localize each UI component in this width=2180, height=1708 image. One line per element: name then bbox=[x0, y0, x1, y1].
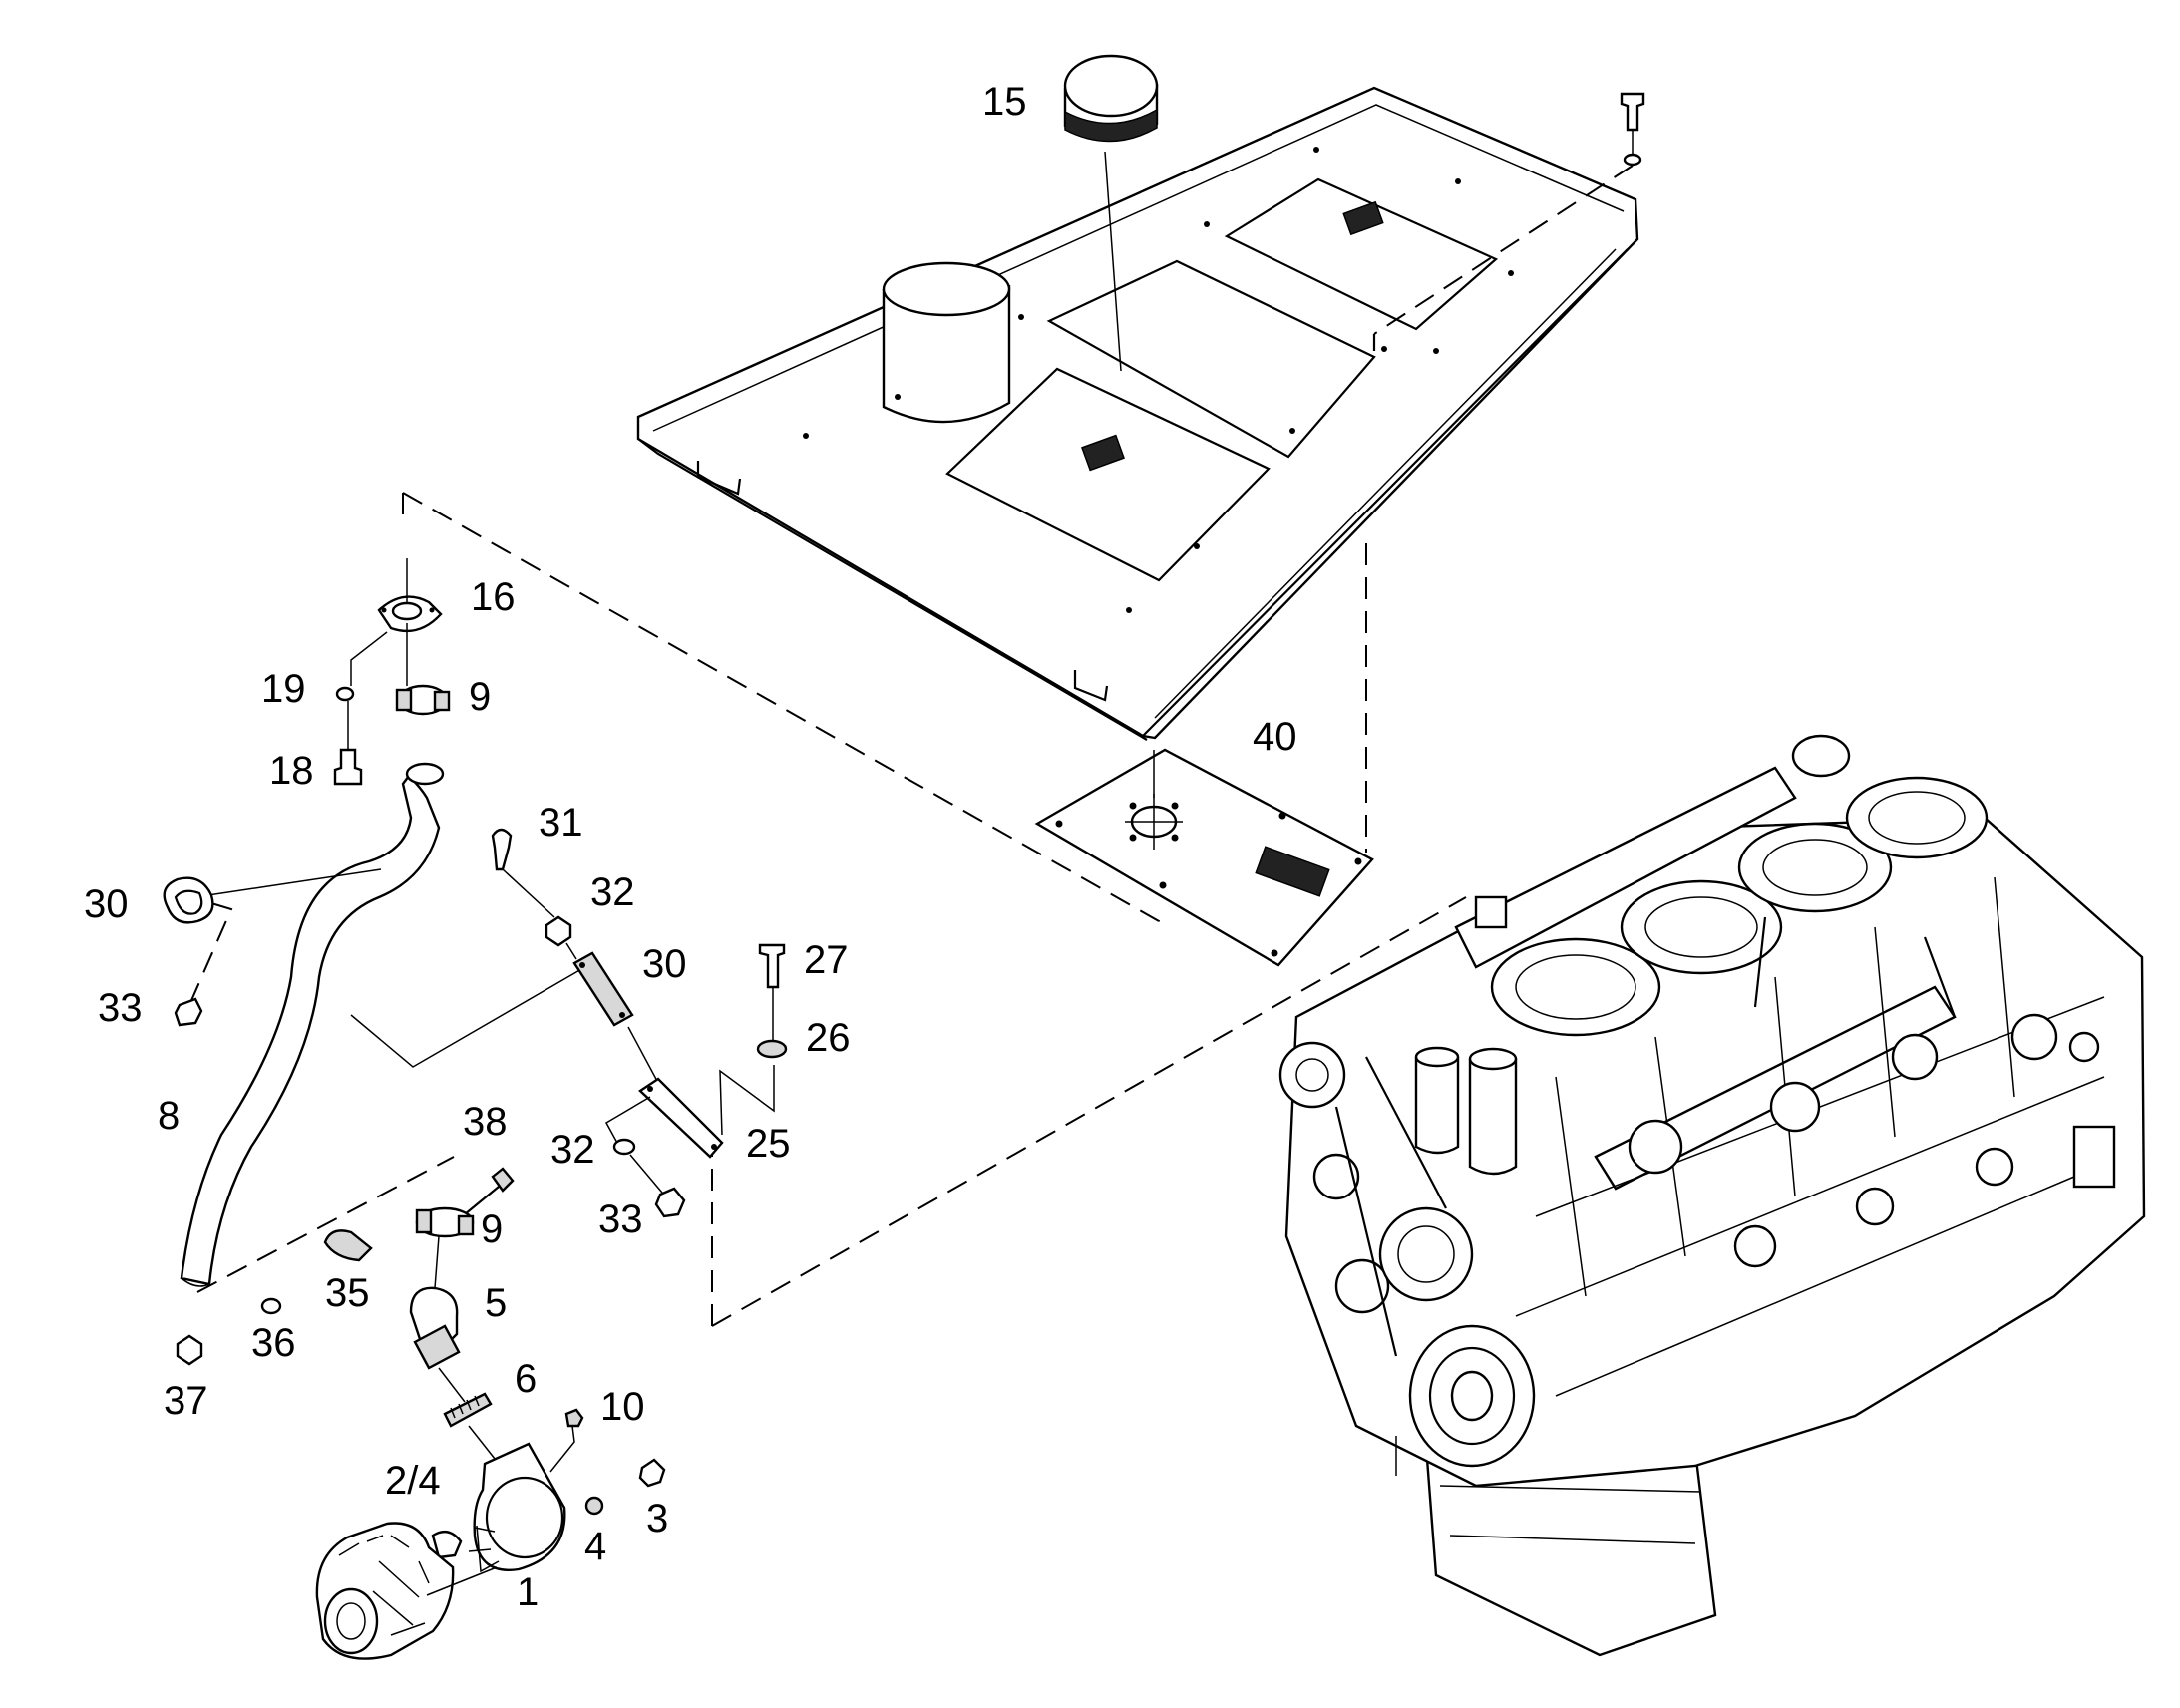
washer-part-19 bbox=[335, 686, 355, 702]
cover-bolt bbox=[1620, 92, 1645, 167]
washer-part-36 bbox=[260, 1297, 282, 1315]
cover-panel-right bbox=[1224, 177, 1499, 331]
label-part-3: 3 bbox=[646, 1497, 668, 1540]
washer-part-26 bbox=[756, 1039, 788, 1059]
washer-part-4 bbox=[584, 1496, 604, 1516]
label-part-30-link: 30 bbox=[642, 942, 687, 986]
nut-part-33-upper bbox=[174, 997, 203, 1027]
label-part-32-lower: 32 bbox=[550, 1128, 595, 1172]
bracket-part-25 bbox=[638, 1077, 724, 1159]
threaded-fitting-part-6 bbox=[443, 1392, 493, 1428]
nut-part-3 bbox=[638, 1458, 666, 1488]
label-part-38: 38 bbox=[463, 1100, 508, 1144]
label-part-9-lower: 9 bbox=[481, 1207, 503, 1251]
label-part-6: 6 bbox=[515, 1357, 537, 1401]
cover-panel-left bbox=[945, 367, 1271, 582]
mounting-plate-part-40 bbox=[1034, 748, 1374, 967]
link-bracket-part-30 bbox=[572, 951, 634, 1027]
label-part-5: 5 bbox=[485, 1281, 507, 1325]
label-part-10: 10 bbox=[600, 1385, 645, 1429]
hose-clamp-part-9-lower bbox=[415, 1206, 475, 1238]
bolt-part-38 bbox=[464, 1167, 515, 1215]
label-part-19: 19 bbox=[261, 667, 306, 711]
label-part-32-upper: 32 bbox=[590, 870, 635, 914]
bolt-part-27 bbox=[758, 943, 786, 989]
label-part-18: 18 bbox=[269, 749, 314, 793]
nut-part-37 bbox=[176, 1334, 203, 1366]
label-part-26: 26 bbox=[806, 1016, 851, 1060]
breather-cap-part-15 bbox=[1063, 54, 1159, 143]
label-part-30-left: 30 bbox=[84, 882, 129, 926]
label-part-33-upper: 33 bbox=[98, 986, 143, 1030]
elbow-fitting-part-5 bbox=[409, 1286, 461, 1370]
alternator-part-1 bbox=[315, 1522, 455, 1660]
cover-panel-middle bbox=[1046, 259, 1376, 459]
label-part-31: 31 bbox=[539, 801, 583, 845]
flange-part-16 bbox=[377, 595, 443, 633]
label-part-15: 15 bbox=[982, 80, 1027, 124]
clamp-part-30-left bbox=[163, 876, 214, 924]
label-part-4: 4 bbox=[584, 1525, 606, 1568]
label-part-9-upper: 9 bbox=[469, 675, 491, 719]
label-part-35: 35 bbox=[325, 1271, 370, 1315]
label-part-1: 1 bbox=[517, 1570, 539, 1614]
washer-part-32-lower bbox=[612, 1138, 636, 1156]
nut-part-32-upper bbox=[545, 915, 572, 947]
engine-assembly bbox=[1278, 734, 2146, 1657]
label-part-36: 36 bbox=[251, 1321, 296, 1365]
label-part-33-lower: 33 bbox=[598, 1197, 643, 1241]
part-labels: 15 16 19 9 18 40 31 32 30 30 33 27 26 8 … bbox=[84, 80, 1297, 1614]
mounting-bracket-part-2-4 bbox=[468, 1442, 566, 1571]
clamp-part-35 bbox=[323, 1229, 373, 1262]
label-part-2-4: 2/4 bbox=[385, 1459, 441, 1503]
nut-part-10 bbox=[564, 1408, 584, 1428]
cover-intake-stack bbox=[882, 261, 1011, 424]
bolt-part-31 bbox=[491, 828, 513, 871]
label-part-40: 40 bbox=[1253, 715, 1297, 759]
label-part-25: 25 bbox=[746, 1122, 791, 1166]
hose-clamp-part-9-upper bbox=[395, 684, 451, 716]
label-part-37: 37 bbox=[164, 1379, 208, 1423]
nut-part-33-lower bbox=[654, 1187, 686, 1218]
label-part-27: 27 bbox=[804, 938, 849, 982]
label-part-8: 8 bbox=[158, 1094, 180, 1138]
engine-cover-plate bbox=[636, 86, 1639, 741]
hose-part-8 bbox=[180, 762, 445, 1287]
label-part-16: 16 bbox=[471, 575, 516, 619]
bolt-part-18 bbox=[333, 748, 363, 786]
